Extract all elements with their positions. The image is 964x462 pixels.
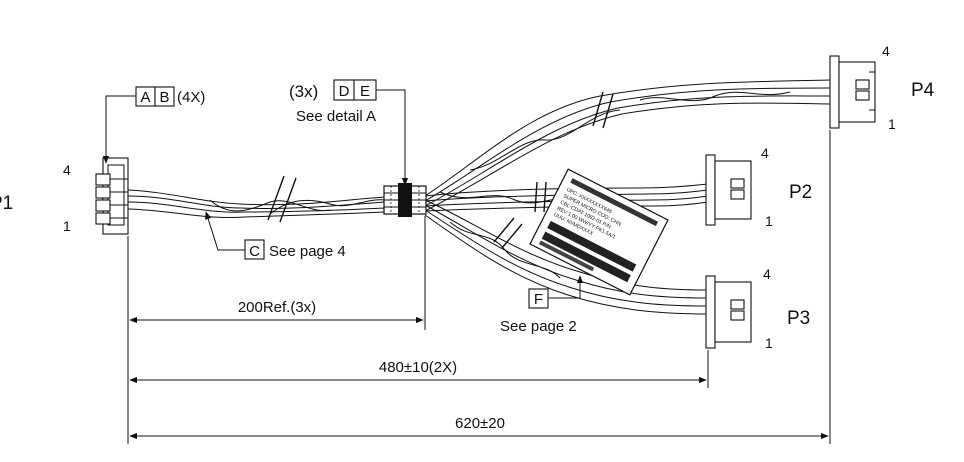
p3-pin-top: 4	[763, 266, 771, 282]
break-mark-p3	[493, 217, 523, 249]
cable-main-bundle	[127, 189, 386, 219]
callout-d-letter: D	[339, 83, 350, 100]
dimension-200-text: 200Ref.(3x)	[238, 299, 316, 316]
callout-de	[333, 79, 409, 186]
p4-pin-bottom: 1	[888, 116, 896, 132]
connector-p3	[705, 275, 752, 349]
p1-pin-bottom: 1	[63, 218, 71, 234]
p2-label: P2	[789, 182, 812, 203]
dimension-480-text: 480±10(2X)	[379, 359, 457, 376]
connector-p1	[95, 157, 129, 235]
callout-c	[205, 211, 265, 260]
cable-branch-p3	[424, 199, 709, 315]
product-label: UPC: XXXXXXXX646 SUPER MICRO COO: CHN CB…	[529, 168, 669, 296]
callout-f	[528, 275, 584, 309]
p1-label: P1	[0, 193, 13, 214]
p3-pin-bottom: 1	[765, 335, 773, 351]
p2-pin-bottom: 1	[765, 213, 773, 229]
splice-block	[383, 183, 427, 217]
extension-lines	[127, 130, 831, 444]
callout-de-qty: (3x)	[289, 82, 318, 101]
callout-ab	[102, 86, 175, 164]
callout-b-letter: B	[159, 89, 169, 106]
p1-pin-top: 4	[63, 162, 71, 178]
connector-p4	[829, 55, 876, 129]
callout-a-letter: A	[140, 89, 150, 106]
break-mark-p4	[592, 91, 614, 129]
p3-label: P3	[787, 308, 810, 329]
callout-c-letter: C	[249, 243, 260, 260]
p4-pin-top: 4	[882, 43, 890, 59]
p2-pin-top: 4	[761, 145, 769, 161]
callout-c-note: See page 4	[269, 243, 346, 260]
callout-ab-qty: (4X)	[177, 89, 205, 106]
cable-branch-p4	[424, 79, 831, 212]
dimension-620-text: 620±20	[455, 415, 505, 432]
callout-f-letter: F	[534, 291, 543, 308]
p4-label: P4	[911, 80, 935, 101]
connector-p2	[705, 154, 752, 226]
callout-f-note: See page 2	[500, 318, 577, 335]
break-mark-main	[267, 175, 297, 223]
callout-e-letter: E	[360, 83, 370, 100]
break-mark-p2	[534, 181, 547, 213]
callout-de-note: See detail A	[296, 108, 376, 125]
